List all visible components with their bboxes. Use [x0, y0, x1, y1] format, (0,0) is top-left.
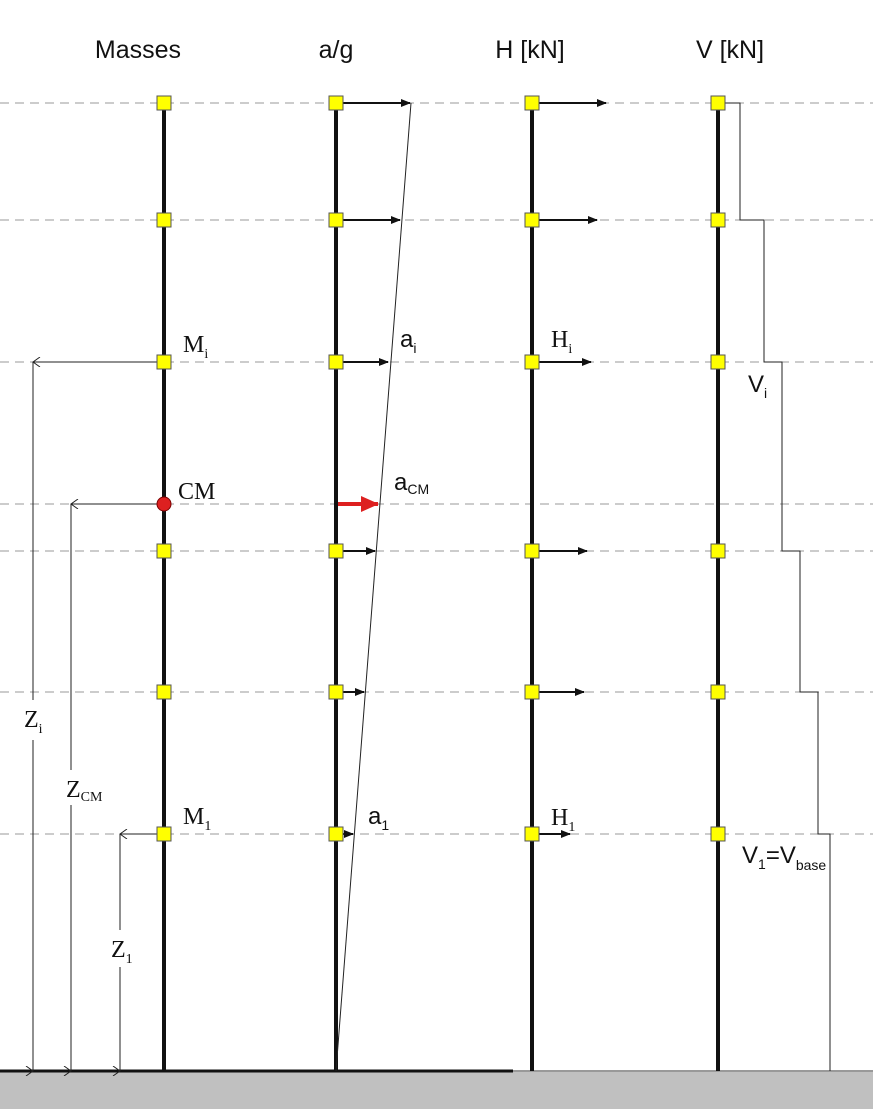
header-acceleration: a/g — [319, 36, 354, 64]
label-hi: Hi — [551, 327, 572, 357]
label-cm: CM — [178, 479, 215, 505]
label-h1: H1 — [551, 805, 575, 835]
label-z1: Z1 — [111, 937, 133, 967]
label-a1: a1 — [368, 803, 389, 833]
mass-nodes — [156, 95, 726, 842]
acceleration-profile — [335, 102, 412, 1072]
label-vi: Vi — [748, 371, 767, 401]
floor-levels — [0, 102, 873, 835]
center-of-mass-marker — [156, 496, 172, 512]
label-v1-vbase: V1=Vbase — [742, 842, 826, 873]
shear-diagram — [718, 102, 831, 1071]
label-ai: ai — [400, 326, 416, 356]
label-zcm: ZCM — [66, 777, 103, 805]
header-masses: Masses — [95, 36, 181, 64]
height-dimensions — [33, 362, 164, 1071]
header-shear: V [kN] — [696, 36, 764, 64]
ground — [0, 1072, 873, 1109]
force-arrows — [532, 99, 607, 838]
label-zi: Zi — [24, 707, 43, 737]
header-horizontal-force: H [kN] — [495, 36, 564, 64]
label-m1: M1 — [183, 804, 211, 834]
label-acm: aCM — [394, 469, 429, 497]
label-mi: Mi — [183, 332, 208, 362]
